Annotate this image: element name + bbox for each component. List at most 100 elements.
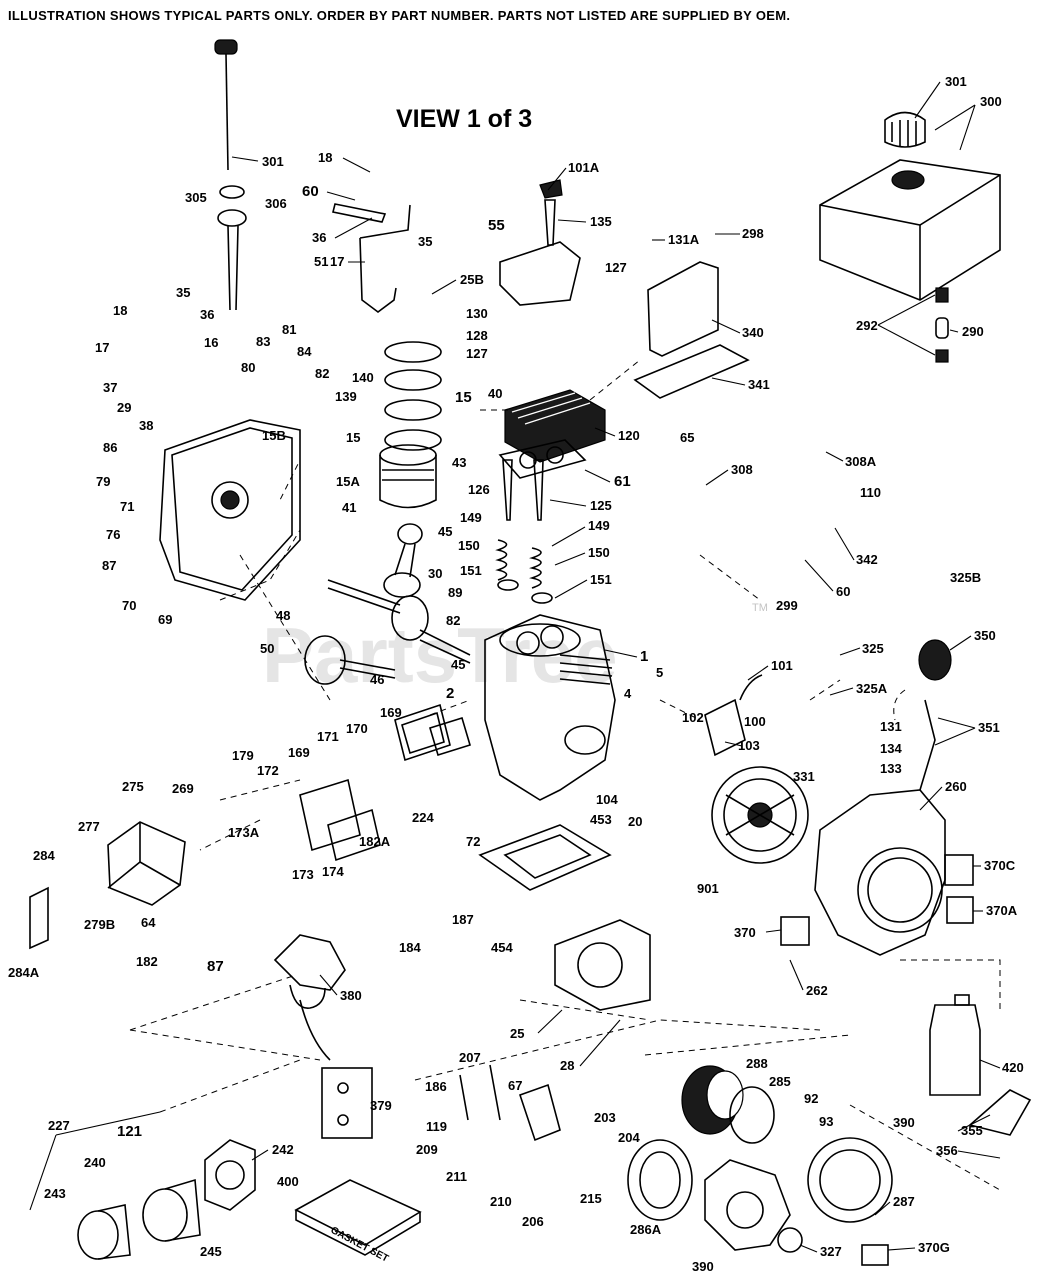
callout-119: 119 [426, 1119, 447, 1134]
callout-69: 69 [158, 612, 172, 627]
callout-182: 182 [136, 954, 158, 969]
view-title: VIEW 1 of 3 [396, 105, 532, 133]
callout-420: 420 [1002, 1060, 1024, 1075]
oil-fill-tube [217, 185, 247, 311]
callout-60: 60 [302, 183, 319, 200]
callout-356: 356 [936, 1143, 958, 1158]
callout-210: 210 [490, 1194, 512, 1209]
callout-240: 240 [84, 1155, 106, 1170]
callout-187: 187 [452, 912, 474, 927]
air-filter [681, 1065, 744, 1135]
intake-gasket [429, 716, 471, 757]
callout-101A: 101A [568, 160, 600, 175]
callout-102: 102 [682, 710, 704, 725]
callout-284A: 284A [8, 965, 40, 980]
blower-housing [814, 789, 946, 956]
callout-350: 350 [974, 628, 996, 643]
callout-300: 300 [980, 94, 1002, 109]
intake-manifold [394, 703, 451, 762]
callout-308: 308 [731, 462, 753, 477]
callout-103: 103 [738, 738, 760, 753]
callout-370: 370 [734, 925, 756, 940]
callout-92: 92 [804, 1091, 818, 1106]
callout-134: 134 [880, 741, 902, 756]
muffler-body [142, 1178, 201, 1242]
callout-379: 379 [370, 1098, 392, 1113]
callout-306: 306 [265, 196, 287, 211]
callout-151b: 151 [590, 572, 612, 587]
callout-186: 186 [425, 1079, 447, 1094]
callout-224: 224 [412, 810, 434, 825]
crankcase-gasket [219, 459, 301, 601]
callout-87b: 87 [207, 958, 224, 975]
dipstick [214, 39, 238, 171]
callout-174: 174 [322, 864, 344, 879]
callout-149b: 149 [588, 518, 610, 533]
spark-plug [539, 179, 563, 246]
callout-279B: 279B [84, 917, 115, 932]
callout-82b: 82 [446, 613, 460, 628]
callout-89: 89 [448, 585, 462, 600]
header-note: ILLUSTRATION SHOWS TYPICAL PARTS ONLY. O… [8, 8, 790, 23]
callout-18: 18 [318, 150, 332, 165]
watermark-tm: TM [752, 602, 768, 614]
valves [502, 459, 544, 521]
callout-104: 104 [596, 792, 618, 807]
callout-37: 37 [103, 380, 117, 395]
fuel-tank [819, 159, 1001, 301]
callout-370C: 370C [984, 858, 1016, 873]
callout-35b: 35 [176, 285, 190, 300]
callout-51: 51 [314, 254, 328, 269]
callout-84: 84 [297, 344, 312, 359]
callout-131: 131 [880, 719, 902, 734]
callout-243: 243 [44, 1186, 66, 1201]
callout-285: 285 [769, 1074, 791, 1089]
head-gasket [498, 439, 587, 479]
crankcase-cover [159, 419, 301, 601]
leader-lines [29, 81, 1001, 1253]
callout-30: 30 [428, 566, 442, 581]
oil-bottle [929, 994, 981, 1096]
callout-298: 298 [742, 226, 764, 241]
spark-arrestor [77, 1204, 131, 1260]
callout-135: 135 [590, 214, 612, 229]
callout-72: 72 [466, 834, 480, 849]
callout-45b: 45 [451, 657, 465, 672]
callout-130: 130 [466, 306, 488, 321]
callout-370G: 370G [918, 1240, 950, 1255]
fuel-filter [935, 287, 949, 363]
callout-65: 65 [680, 430, 694, 445]
callout-127b: 127 [466, 346, 488, 361]
group-lines [129, 359, 1001, 1191]
callout-131A: 131A [668, 232, 700, 247]
baffle-340 [647, 261, 719, 357]
callout-227: 227 [48, 1118, 70, 1133]
decals [780, 854, 974, 1266]
callout-36b: 36 [200, 307, 214, 322]
callout-45: 45 [438, 524, 452, 539]
muffler-plate [299, 778, 361, 852]
callout-4: 4 [624, 686, 632, 701]
callout-81: 81 [282, 322, 296, 337]
callout-149: 149 [460, 510, 482, 525]
piston-rings [384, 341, 442, 451]
callout-308A: 308A [845, 454, 877, 469]
callout-370A: 370A [986, 903, 1018, 918]
callout-453: 453 [590, 812, 612, 827]
callout-93: 93 [819, 1114, 833, 1129]
callout-110: 110 [860, 485, 881, 500]
callout-25: 25 [510, 1026, 524, 1041]
callout-211: 211 [446, 1169, 467, 1184]
governor-parts [459, 1064, 561, 1142]
callout-206: 206 [522, 1214, 544, 1229]
callout-15: 15 [455, 389, 472, 406]
callout-17b: 17 [95, 340, 109, 355]
cylinder-head [504, 389, 606, 463]
callout-182A: 182A [359, 834, 391, 849]
filter-element [627, 1139, 693, 1221]
callout-25B: 25B [460, 272, 484, 287]
muffler-gasket [327, 808, 381, 862]
callout-284: 284 [33, 848, 55, 863]
